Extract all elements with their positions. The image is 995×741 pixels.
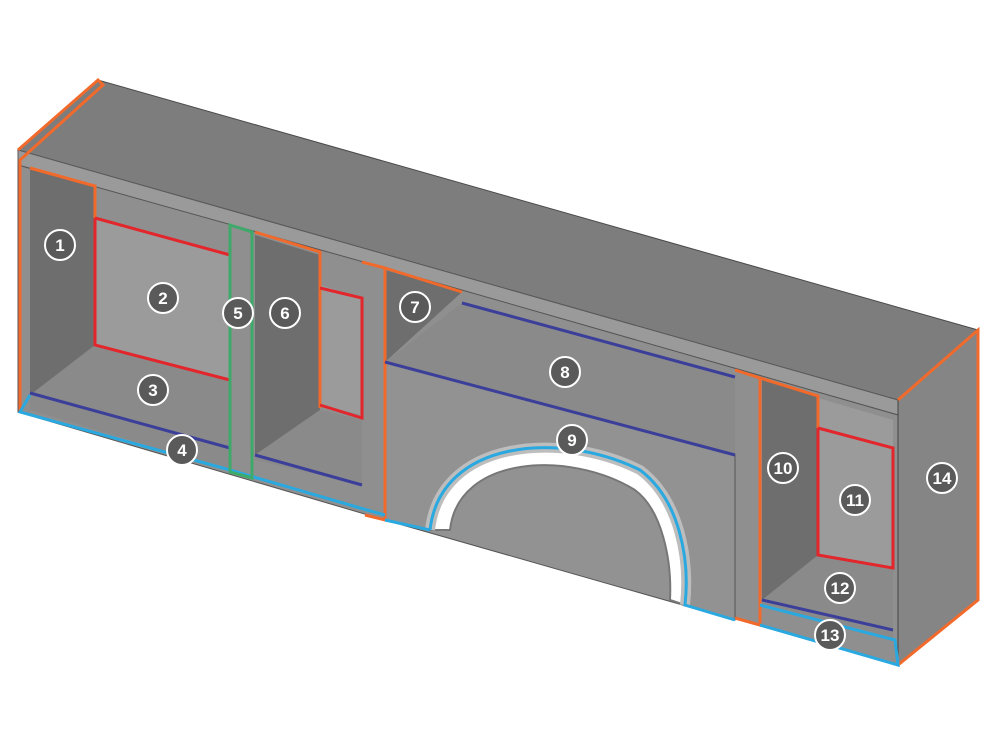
outline-navy-comp8-front [384,360,736,457]
callout-3: 3 [137,374,169,406]
outline-navy-comp6-floor [254,453,363,487]
outline-orange-comp7-top [384,266,463,294]
callout-label: 9 [567,431,576,450]
callout-4: 4 [166,434,198,466]
callout-11: 11 [839,484,871,516]
callout-circle [147,282,179,314]
callout-label: 6 [280,304,289,323]
outline-orange-right-end [897,326,980,667]
callout-label: 13 [821,626,840,645]
outline-red-comp2 [94,216,231,257]
callout-8: 8 [549,356,581,388]
callout-13: 13 [814,619,846,651]
callout-label: 10 [774,459,793,478]
outline-orange-left-end [17,77,106,412]
callout-10: 10 [767,452,799,484]
compartment-6-side [255,235,320,455]
callout-7: 7 [399,291,431,323]
outline-green-comp5 [228,222,254,480]
callout-circle [399,291,431,323]
callout-circle [137,374,169,406]
callout-circle [166,434,198,466]
outline-red-comp6 [319,286,364,421]
callout-label: 8 [560,363,569,382]
callout-circle [839,484,871,516]
callout-circle [814,619,846,651]
callout-label: 14 [933,469,952,488]
compartment-6-rear [320,285,362,415]
callout-6: 6 [269,297,301,329]
outline-orange-comp10 [734,368,762,627]
outline-orange-comp6 [254,230,322,408]
callout-1: 1 [44,229,76,261]
callout-circle [549,356,581,388]
callout-12: 12 [824,572,856,604]
compartment-right-rear [818,398,893,568]
callout-circle [824,572,856,604]
outline-navy-comp3 [29,391,231,450]
callout-circle [44,229,76,261]
callout-label: 1 [55,236,64,255]
callout-14: 14 [926,462,958,494]
compartment-6-floor [255,410,362,485]
callout-label: 11 [846,491,864,510]
callout-label: 5 [233,304,242,323]
callout-label: 7 [410,298,419,317]
callout-5: 5 [222,297,254,329]
callout-label: 4 [177,441,187,460]
outline-blue-arch [428,446,736,622]
callout-label: 2 [158,289,167,308]
callout-circle [269,297,301,329]
outline-navy-comp12 [761,598,894,632]
callout-2: 2 [147,282,179,314]
outline-red-comp11 [816,426,895,570]
callout-circle [222,297,254,329]
outline-orange-comp7 [361,260,387,522]
outline-navy-comp8 [461,301,736,379]
compartment-left-back [30,168,95,395]
compartment-right-side [762,380,818,600]
callout-circle [926,462,958,494]
outline-orange-comp1 [29,166,97,220]
callout-9: 9 [556,424,588,456]
callout-label: 3 [148,381,157,400]
callout-circle [556,424,588,456]
outline-red-comp2-left [93,218,231,382]
outline-blue-comp9 [384,518,431,532]
callout-label: 12 [831,579,850,598]
callout-circle [767,452,799,484]
